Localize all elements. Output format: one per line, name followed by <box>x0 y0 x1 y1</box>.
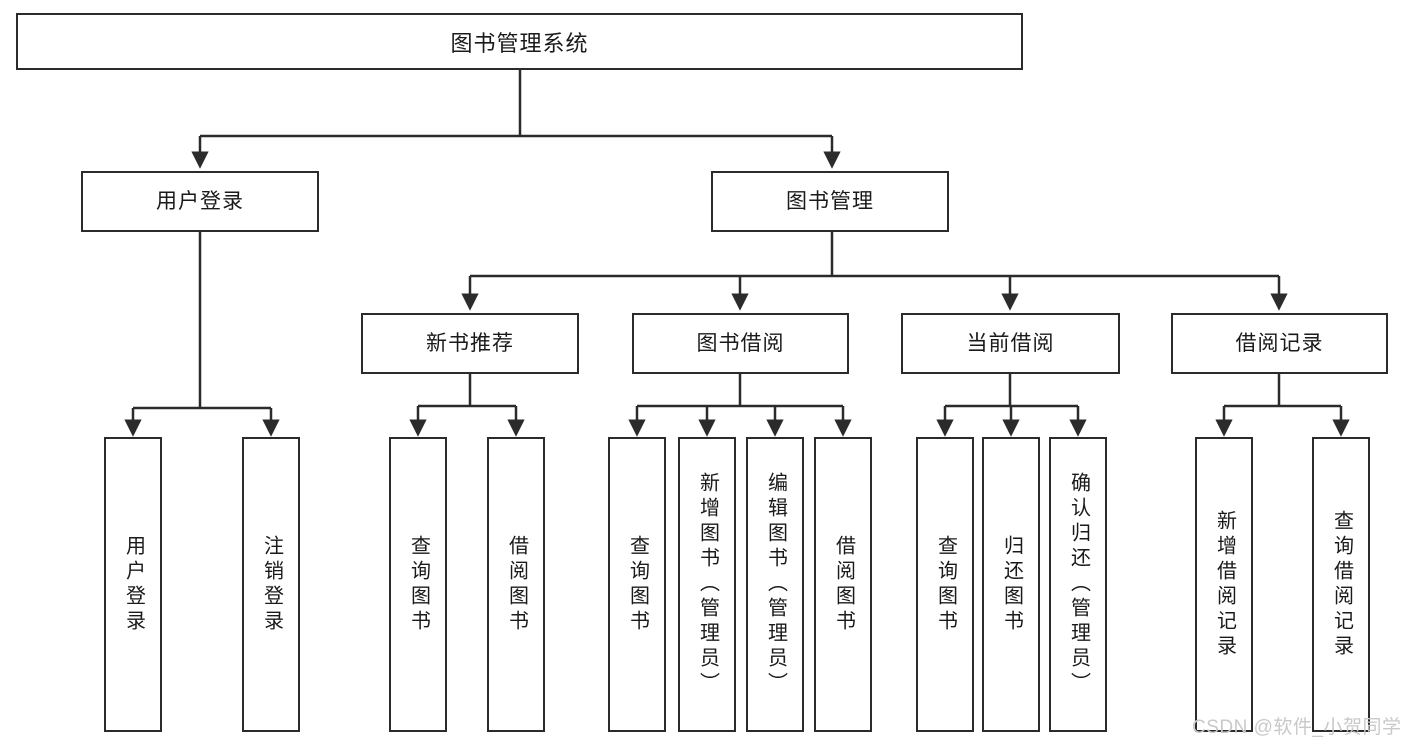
node-label: 注销登录 <box>260 534 283 635</box>
node-label: 编辑图书（管理员） <box>764 472 787 697</box>
node-label: 查询图书 <box>407 534 430 635</box>
leaf-new-book-borrow-book[interactable]: 借阅图书 <box>487 437 545 732</box>
leaf-borrow-add-book-admin[interactable]: 新增图书（管理员） <box>678 437 736 732</box>
leaf-current-confirm-return-admin[interactable]: 确认归还（管理员） <box>1049 437 1107 732</box>
leaf-borrow-edit-book-admin[interactable]: 编辑图书（管理员） <box>746 437 804 732</box>
node-label: 图书管理系统 <box>450 30 589 56</box>
node-book-management[interactable]: 图书管理 <box>711 171 949 232</box>
node-label: 查询图书 <box>934 534 957 635</box>
node-label: 用户登录 <box>156 189 244 213</box>
node-root-system[interactable]: 图书管理系统 <box>16 13 1023 70</box>
node-label: 确认归还（管理员） <box>1067 472 1090 697</box>
node-label: 图书管理 <box>786 189 874 213</box>
leaf-new-book-query-book[interactable]: 查询图书 <box>389 437 447 732</box>
leaf-current-query-book[interactable]: 查询图书 <box>916 437 974 732</box>
leaf-record-query-borrow-record[interactable]: 查询借阅记录 <box>1312 437 1370 732</box>
node-current-borrow[interactable]: 当前借阅 <box>901 313 1120 374</box>
node-label: 新增借阅记录 <box>1213 509 1236 660</box>
node-label: 借阅记录 <box>1235 331 1324 355</box>
node-label: 用户登录 <box>122 534 145 635</box>
node-user-login[interactable]: 用户登录 <box>81 171 319 232</box>
node-label: 归还图书 <box>1000 534 1023 635</box>
node-borrow-record[interactable]: 借阅记录 <box>1171 313 1388 374</box>
node-label: 查询借阅记录 <box>1330 509 1353 660</box>
leaf-logout[interactable]: 注销登录 <box>242 437 300 732</box>
node-book-borrow[interactable]: 图书借阅 <box>632 313 849 374</box>
node-label: 新增图书（管理员） <box>696 472 719 697</box>
node-label: 新书推荐 <box>426 331 514 355</box>
node-label: 借阅图书 <box>832 534 855 635</box>
node-label: 当前借阅 <box>966 331 1055 355</box>
leaf-borrow-query-book[interactable]: 查询图书 <box>608 437 666 732</box>
node-label: 图书借阅 <box>696 331 785 355</box>
leaf-current-return-book[interactable]: 归还图书 <box>982 437 1040 732</box>
leaf-user-login[interactable]: 用户登录 <box>104 437 162 732</box>
node-label: 借阅图书 <box>505 534 528 635</box>
csdn-watermark: CSDN @软件_小贺同学 <box>1192 717 1402 738</box>
node-new-book-recommend[interactable]: 新书推荐 <box>361 313 579 374</box>
leaf-record-add-borrow-record[interactable]: 新增借阅记录 <box>1195 437 1253 732</box>
node-label: 查询图书 <box>626 534 649 635</box>
leaf-borrow-borrow-book[interactable]: 借阅图书 <box>814 437 872 732</box>
